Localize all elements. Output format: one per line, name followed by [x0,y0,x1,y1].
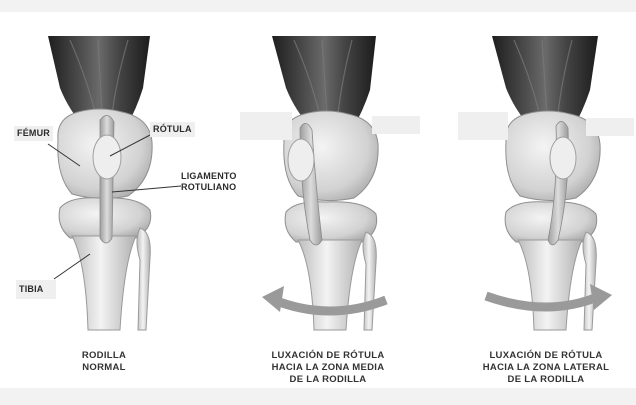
label-ligamento-rotuliano: LIGAMENTO ROTULIANO [181,171,237,193]
label-tibia: TIBIA [16,280,56,299]
blank-label-plate [240,112,292,140]
panel-medial-luxation [262,36,386,330]
label-femur: FÉMUR [14,126,53,141]
blank-label-plate [586,118,634,136]
caption-normal-knee: RODILLA NORMAL [50,350,158,374]
label-rotula: RÓTULA [150,122,195,137]
blank-label-plate [372,116,420,134]
panel-normal-knee [48,36,152,330]
caption-lateral-luxation: LUXACIÓN DE RÓTULA HACIA LA ZONA LATERAL… [466,350,626,386]
caption-medial-luxation: LUXACIÓN DE RÓTULA HACIA LA ZONA MEDIA D… [248,350,408,386]
panel-lateral-luxation [486,36,612,330]
blank-label-plate [458,112,508,140]
bottom-band [0,388,636,405]
